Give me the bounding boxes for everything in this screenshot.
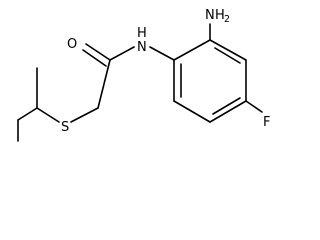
amine-nitrogen-label: N	[205, 8, 215, 23]
bond-co-double-2	[82, 49, 107, 67]
bond-c-n	[109, 46, 135, 61]
ring-bond-1	[173, 39, 211, 61]
molecule-drawing: O N H N H 2 S F	[17, 8, 270, 142]
ring-bond-5	[173, 100, 211, 123]
ring-bond-2	[209, 39, 247, 61]
amide-hydrogen-label: H	[137, 26, 147, 41]
amine-subscript: 2	[224, 14, 230, 25]
amine-hydrogen-label: H	[215, 8, 225, 23]
ring-bond-4	[209, 100, 247, 123]
bond-c2-c3	[17, 107, 38, 121]
bond-c3-s	[36, 107, 60, 123]
bond-co-double-1	[85, 43, 111, 61]
ring-double-2	[214, 47, 241, 64]
fluorine-label: F	[263, 115, 270, 130]
bond-ch2-co	[97, 59, 111, 109]
bond-ring-f	[245, 100, 263, 113]
structure-canvas: O N H N H 2 S F	[17, 8, 271, 142]
ring-double-3	[212, 97, 241, 115]
amide-nitrogen-label: N	[137, 40, 147, 55]
bond-s-ch2	[70, 107, 99, 123]
bond-n-ring	[149, 46, 175, 61]
sulfur-label: S	[61, 120, 69, 135]
oxygen-label: O	[67, 37, 77, 52]
